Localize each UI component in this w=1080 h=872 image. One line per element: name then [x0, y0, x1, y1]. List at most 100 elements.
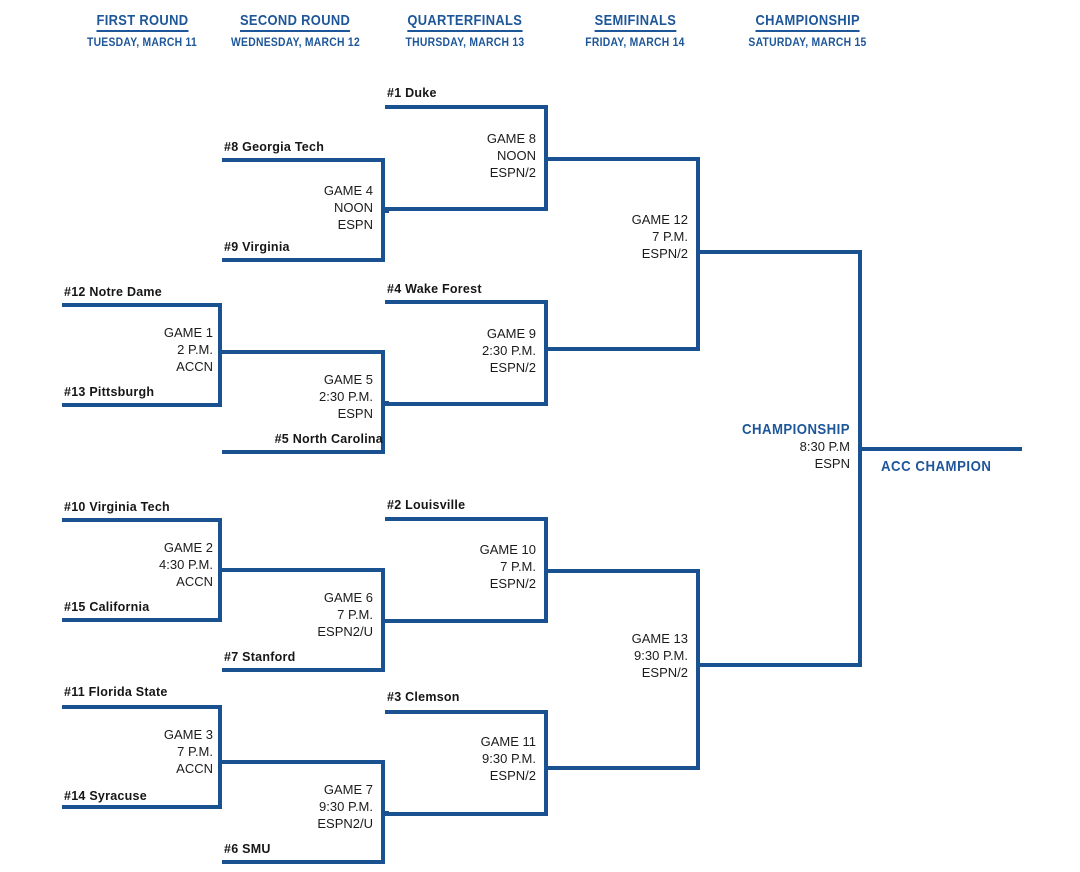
game-time: 9:30 P.M.: [634, 648, 688, 663]
game-info-g3: GAME 3 7 P.M. ACCN: [85, 726, 213, 777]
game-time: 4:30 P.M.: [159, 557, 213, 572]
championship-time: 8:30 P.M: [799, 439, 850, 454]
bracket-line-g2-bottom: [62, 618, 222, 622]
team-smu: #6 SMU: [224, 842, 271, 856]
game-name: GAME 4: [323, 183, 373, 198]
game-name: GAME 9: [486, 326, 536, 341]
bracket-line-g8-top: [385, 105, 548, 109]
bracket-line-g4-bottom: [222, 258, 385, 262]
game-network: ESPN2/U: [317, 816, 373, 831]
round-date: SATURDAY, MARCH 15: [748, 37, 867, 49]
round-date: THURSDAY, MARCH 13: [405, 37, 525, 49]
bracket-line-g10-right: [544, 517, 548, 623]
bracket-line-g11-bottom: [385, 812, 548, 816]
game-info-g13: GAME 13 9:30 P.M. ESPN/2: [560, 630, 688, 681]
game-network: ESPN/2: [489, 576, 536, 591]
connector-g3-to-g7: [218, 760, 226, 764]
game-time: 7 P.M.: [337, 607, 373, 622]
bracket-line-g5-bottom: [222, 450, 385, 454]
bracket-line-g10-bottom: [385, 619, 548, 623]
bracket-line-g3-bottom: [62, 805, 222, 809]
game-info-g10: GAME 10 7 P.M. ESPN/2: [408, 541, 536, 592]
acc-champion-label: ACC CHAMPION: [881, 458, 992, 475]
game-name: GAME 3: [163, 727, 213, 742]
game-time: 9:30 P.M.: [319, 799, 373, 814]
game-time: 9:30 P.M.: [482, 751, 536, 766]
connector-g1-to-g5: [218, 350, 226, 354]
round-header-championship: CHAMPIONSHIP SATURDAY, MARCH 15: [705, 12, 910, 49]
connector-g2-to-g6: [218, 568, 226, 572]
game-network: ESPN: [337, 217, 373, 232]
bracket-line-g11-top: [385, 710, 548, 714]
game-network: ESPN: [337, 406, 373, 421]
game-time: 2:30 P.M.: [482, 343, 536, 358]
team-duke: #1 Duke: [387, 86, 437, 100]
game-name: GAME 5: [323, 372, 373, 387]
game-time: NOON: [334, 200, 373, 215]
bracket-line-g1-bottom: [62, 403, 222, 407]
game-info-g8: GAME 8 NOON ESPN/2: [408, 130, 536, 181]
game-network: ESPN/2: [641, 665, 688, 680]
team-california: #15 California: [64, 600, 150, 614]
team-georgia-tech: #8 Georgia Tech: [224, 140, 325, 154]
bracket-line-g11-right: [544, 710, 548, 816]
team-louisville: #2 Louisville: [387, 498, 466, 512]
round-header-semifinals: SEMIFINALS FRIDAY, MARCH 14: [535, 12, 735, 49]
game-info-g9: GAME 9 2:30 P.M. ESPN/2: [408, 325, 536, 376]
bracket-line-g13-bottom: [548, 766, 700, 770]
championship-title: CHAMPIONSHIP: [742, 421, 850, 438]
round-title: QUARTERFINALS: [407, 12, 523, 32]
round-header-second-round: SECOND ROUND WEDNESDAY, MARCH 12: [193, 12, 398, 49]
game-name: GAME 13: [631, 631, 688, 646]
connector-g4-to-g8: [381, 209, 389, 213]
team-pittsburgh: #13 Pittsburgh: [64, 385, 155, 399]
game-info-g12: GAME 12 7 P.M. ESPN/2: [560, 211, 688, 262]
bracket-line-g4-top: [222, 158, 385, 162]
bracket-line-final-bottom: [700, 663, 862, 667]
bracket-line-g2-top: [62, 518, 222, 522]
team-virginia-tech: #10 Virginia Tech: [64, 500, 170, 514]
game-info-g2: GAME 2 4:30 P.M. ACCN: [85, 539, 213, 590]
game-name: GAME 10: [479, 542, 536, 557]
connector-g6-to-g10: [381, 619, 389, 623]
team-syracuse: #14 Syracuse: [64, 789, 147, 803]
round-date: TUESDAY, MARCH 11: [86, 37, 198, 49]
connector-g5-to-g9: [381, 401, 389, 405]
game-name: GAME 11: [480, 734, 536, 749]
bracket-line-g1-right: [218, 303, 222, 407]
game-name: GAME 6: [323, 590, 373, 605]
game-network: ESPN/2: [641, 246, 688, 261]
game-info-g4: GAME 4 NOON ESPN: [245, 182, 373, 233]
bracket-line-g9-top: [385, 300, 548, 304]
game-time: 7 P.M.: [500, 559, 536, 574]
game-info-g11: GAME 11 9:30 P.M. ESPN/2: [408, 733, 536, 784]
game-name: GAME 12: [631, 212, 688, 227]
game-time: 7 P.M.: [177, 744, 213, 759]
game-network: ESPN/2: [489, 165, 536, 180]
team-clemson: #3 Clemson: [387, 690, 460, 704]
bracket-line-g3-top: [62, 705, 222, 709]
bracket-line-final-top: [700, 250, 862, 254]
game-network: ACCN: [176, 359, 213, 374]
championship-network: ESPN: [814, 456, 850, 471]
game-network: ESPN/2: [489, 768, 536, 783]
game-info-g1: GAME 1 2 P.M. ACCN: [85, 324, 213, 375]
bracket-line-g6-bottom: [222, 668, 385, 672]
game-info-g5: GAME 5 2:30 P.M. ESPN: [245, 371, 373, 422]
game-time: NOON: [497, 148, 536, 163]
bracket-line-g8-right: [544, 105, 548, 211]
bracket-line-g7-top: [222, 760, 385, 764]
bracket-line-g10-top: [385, 517, 548, 521]
round-title: SECOND ROUND: [240, 12, 351, 32]
bracket-line-g12-top: [548, 157, 700, 161]
team-stanford: #7 Stanford: [224, 650, 296, 664]
game-network: ACCN: [176, 761, 213, 776]
bracket-line-g13-right: [696, 569, 700, 770]
game-info-g6: GAME 6 7 P.M. ESPN2/U: [245, 589, 373, 640]
game-network: ACCN: [176, 574, 213, 589]
game-info-championship: CHAMPIONSHIP 8:30 P.M ESPN: [714, 421, 850, 472]
bracket-line-g3-right: [218, 705, 222, 809]
bracket-line-final-right: [858, 250, 862, 667]
bracket-line-g8-bottom: [385, 207, 548, 211]
